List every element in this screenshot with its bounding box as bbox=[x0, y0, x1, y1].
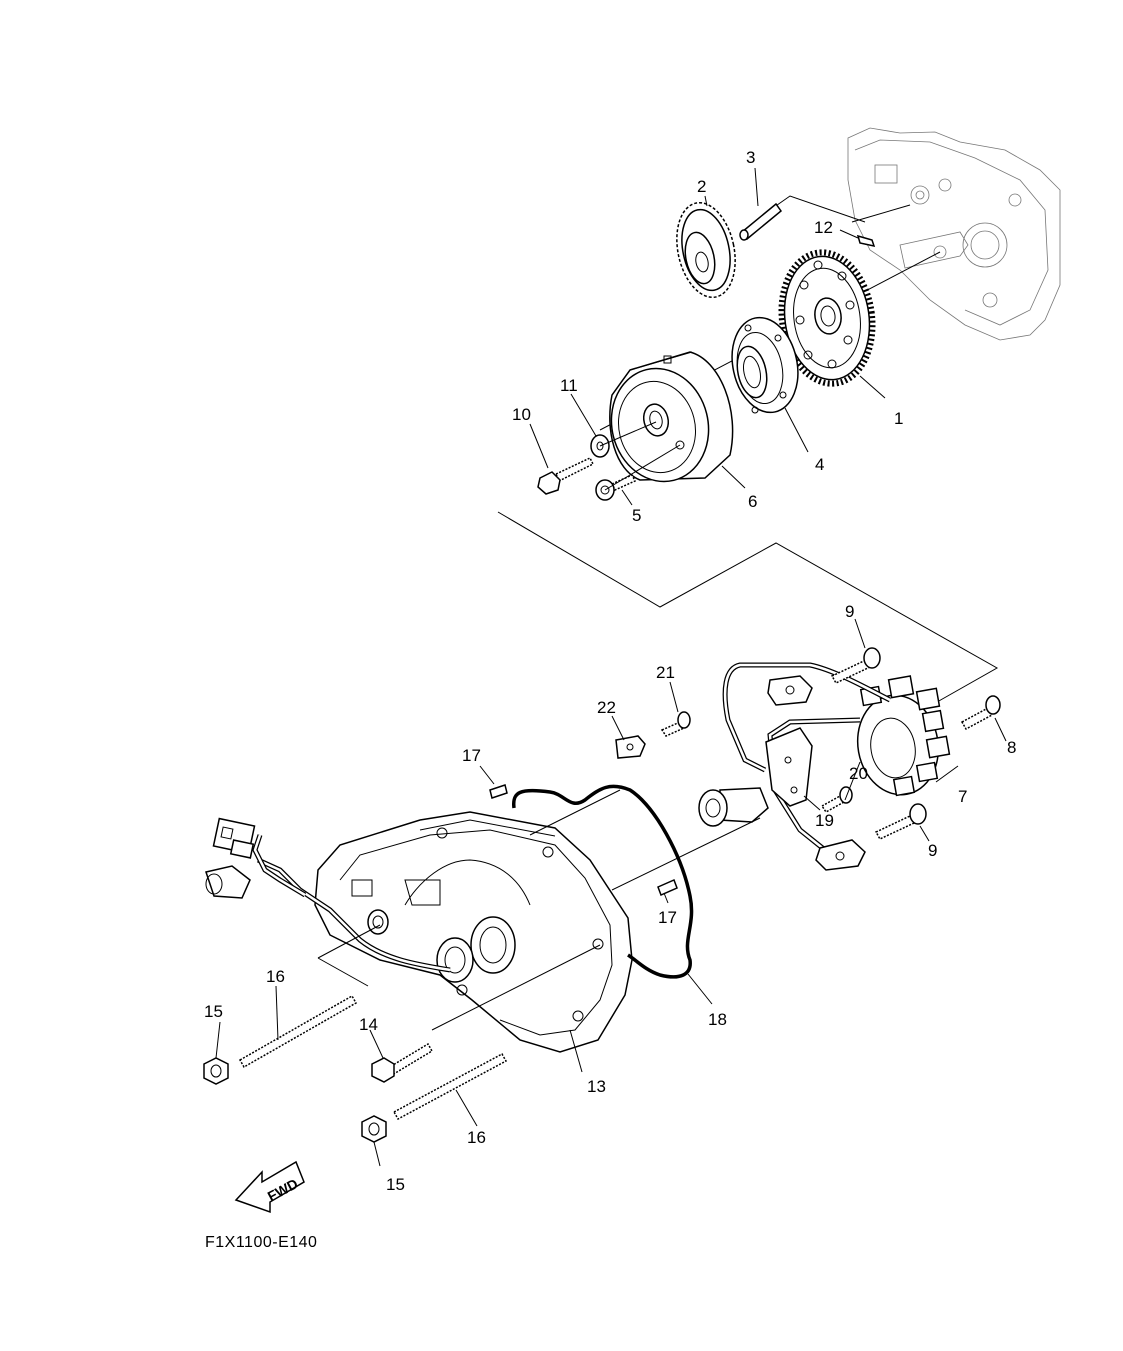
part-4-starter-clutch bbox=[731, 316, 799, 414]
fwd-arrow-icon: FWD bbox=[234, 1160, 305, 1214]
callout-20: 20 bbox=[849, 764, 868, 783]
part-17-dowel-lower bbox=[657, 878, 678, 897]
part-16-bolt-upper bbox=[238, 994, 358, 1069]
part-10-bolt bbox=[537, 457, 595, 495]
crankcase-section bbox=[847, 127, 1061, 341]
part-5-bolt bbox=[595, 474, 637, 501]
callout-13: 13 bbox=[587, 1077, 606, 1096]
callout-19: 19 bbox=[815, 811, 834, 830]
callout-4: 4 bbox=[815, 455, 824, 474]
part-1-starter-wheel-gear bbox=[778, 249, 876, 387]
part-15-nut-upper bbox=[203, 1057, 229, 1085]
callout-16-lower: 16 bbox=[467, 1128, 486, 1147]
callout-8: 8 bbox=[1007, 738, 1016, 757]
callout-16-upper: 16 bbox=[266, 967, 285, 986]
diagram-code: F1X1100-E140 bbox=[205, 1234, 317, 1251]
part-22-clamp bbox=[615, 735, 646, 759]
wire-grommet-bottom bbox=[815, 839, 866, 871]
callout-17-upper: 17 bbox=[462, 746, 481, 765]
callout-17-lower: 17 bbox=[658, 908, 677, 927]
callout-6: 6 bbox=[748, 492, 757, 511]
part-14-bolt bbox=[371, 1042, 434, 1083]
callout-11: 11 bbox=[560, 376, 578, 395]
callout-14: 14 bbox=[359, 1015, 378, 1034]
callout-9-upper: 9 bbox=[845, 602, 854, 621]
part-19-pickup-coil bbox=[765, 727, 813, 807]
part-12-key bbox=[856, 234, 876, 248]
callout-10: 10 bbox=[512, 405, 531, 424]
callout-12: 12 bbox=[814, 218, 833, 237]
callout-21: 21 bbox=[656, 663, 675, 682]
callout-5: 5 bbox=[632, 506, 641, 525]
callout-15-upper: 15 bbox=[204, 1002, 223, 1021]
part-16-bolt-lower bbox=[392, 1052, 508, 1121]
callout-1: 1 bbox=[894, 409, 903, 428]
part-2-idler-gear bbox=[676, 201, 736, 299]
part-18-gasket bbox=[511, 784, 694, 979]
part-15-nut-lower bbox=[361, 1115, 387, 1143]
callout-2: 2 bbox=[697, 177, 706, 196]
part-3-shaft-pin bbox=[739, 202, 783, 241]
part-6-rotor bbox=[609, 351, 734, 483]
part-9-bolt-lower bbox=[874, 803, 927, 840]
wire-grommet-seal bbox=[698, 787, 769, 827]
part-21-screw bbox=[660, 711, 691, 737]
callout-22: 22 bbox=[597, 698, 616, 717]
callout-9-lower: 9 bbox=[928, 841, 937, 860]
part-9-bolt-upper bbox=[830, 647, 881, 684]
callout-18: 18 bbox=[708, 1010, 727, 1029]
callout-15-lower: 15 bbox=[386, 1175, 405, 1194]
callout-7: 7 bbox=[958, 787, 967, 806]
part-17-dowel-upper bbox=[489, 784, 508, 799]
part-13-generator-cover bbox=[314, 811, 633, 1053]
part-8-bolt bbox=[960, 695, 1001, 731]
part-7-stator bbox=[856, 675, 951, 797]
callout-3: 3 bbox=[746, 148, 755, 167]
part-20-screw bbox=[820, 786, 853, 813]
cover-wire-harness bbox=[205, 817, 451, 973]
wire-grommet-top bbox=[767, 675, 813, 706]
